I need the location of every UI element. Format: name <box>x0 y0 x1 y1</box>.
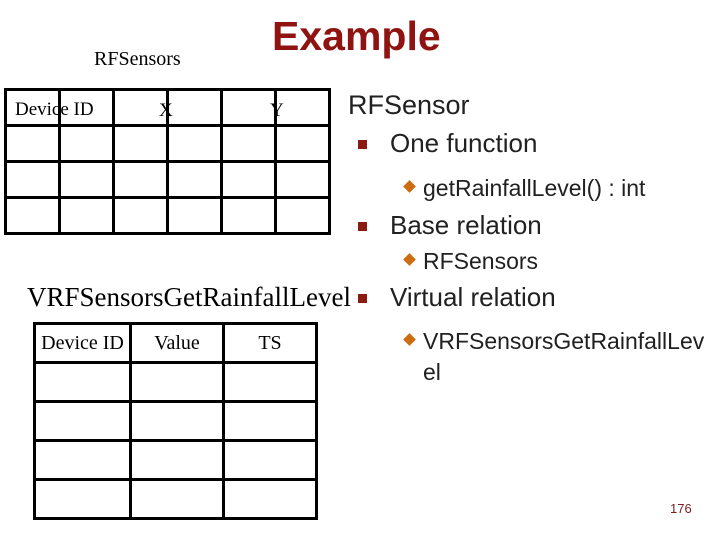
table-cell <box>129 439 225 481</box>
table-cell <box>222 478 318 520</box>
page-number: 176 <box>670 501 692 516</box>
table-cell <box>33 400 132 442</box>
table-cell <box>33 361 132 403</box>
table-cell <box>274 160 331 199</box>
outline-item-vrfsensorsgetrainfalllevel: VRFSensorsGetRainfallLevel <box>403 326 705 388</box>
table-cell <box>58 160 115 199</box>
bullet-square-icon <box>358 140 367 149</box>
outline-item-label: Base relation <box>390 210 542 240</box>
table-cell <box>129 478 225 520</box>
outline-item-base-relation: Base relation <box>358 211 542 239</box>
table-cell <box>58 88 115 127</box>
bullet-square-icon <box>358 222 367 231</box>
table-cell <box>129 400 225 442</box>
table-cell <box>274 196 331 235</box>
outline-item-virtual-relation: Virtual relation <box>358 283 556 311</box>
vrf-table: Device ID Value TS <box>33 322 318 520</box>
vrf-header-value: Value <box>129 322 225 364</box>
table-cell <box>58 196 115 235</box>
table-cell <box>4 124 61 163</box>
rfsensors-header-y: Y <box>270 100 284 121</box>
outline-item-getrainfalllevel: getRainfallLevel() : int <box>403 173 645 204</box>
table-cell <box>220 160 277 199</box>
table-cell <box>4 88 61 127</box>
table-cell <box>58 124 115 163</box>
outline-item-rfsensors: RFSensors <box>403 246 538 277</box>
outline-item-label: VRFSensorsGetRainfallLevel <box>423 328 705 385</box>
table-cell <box>166 160 223 199</box>
table-row <box>33 439 318 481</box>
table-cell <box>274 124 331 163</box>
table-header-row: Device ID Value TS <box>33 322 318 364</box>
table-row <box>4 196 331 235</box>
table-cell <box>222 439 318 481</box>
table-cell <box>129 361 225 403</box>
table-cell <box>112 124 169 163</box>
bullet-square-icon <box>358 294 367 303</box>
table-row <box>4 124 331 163</box>
rfsensors-header-device-id: Device ID <box>15 99 94 120</box>
table-cell <box>166 196 223 235</box>
table-cell <box>4 160 61 199</box>
table-cell <box>220 88 277 127</box>
outline-item-one-function: One function <box>358 129 537 157</box>
vrf-header-ts: TS <box>222 322 318 364</box>
bullet-diamond-icon <box>403 180 416 193</box>
table-row <box>4 160 331 199</box>
table-row <box>33 478 318 520</box>
table-row <box>4 88 331 127</box>
table-cell <box>166 124 223 163</box>
table-cell <box>112 88 169 127</box>
bullet-diamond-icon <box>403 253 416 266</box>
rfsensors-header-x: X <box>159 100 173 121</box>
table-cell <box>274 88 331 127</box>
table-cell <box>112 196 169 235</box>
table-cell <box>4 196 61 235</box>
table-cell <box>33 478 132 520</box>
table-cell <box>220 124 277 163</box>
vrf-table-label: VRFSensorsGetRainfallLevel <box>27 282 351 312</box>
outline-item-label: RFSensors <box>423 248 539 274</box>
table-cell <box>33 439 132 481</box>
table-row <box>33 400 318 442</box>
outline-item-label: getRainfallLevel() : int <box>423 175 646 201</box>
outline-item-label: One function <box>390 128 538 158</box>
table-cell <box>222 361 318 403</box>
rfsensors-table-label: RFSensors <box>94 48 181 70</box>
outline-heading: RFSensor <box>348 90 470 120</box>
slide-title: Example <box>272 13 441 59</box>
table-cell <box>112 160 169 199</box>
table-cell <box>222 400 318 442</box>
bullet-diamond-icon <box>403 333 416 346</box>
table-row <box>33 361 318 403</box>
vrf-header-device-id: Device ID <box>33 322 132 364</box>
rfsensors-table <box>4 88 331 235</box>
table-cell <box>220 196 277 235</box>
outline-item-label: Virtual relation <box>390 282 556 312</box>
table-cell <box>166 88 223 127</box>
